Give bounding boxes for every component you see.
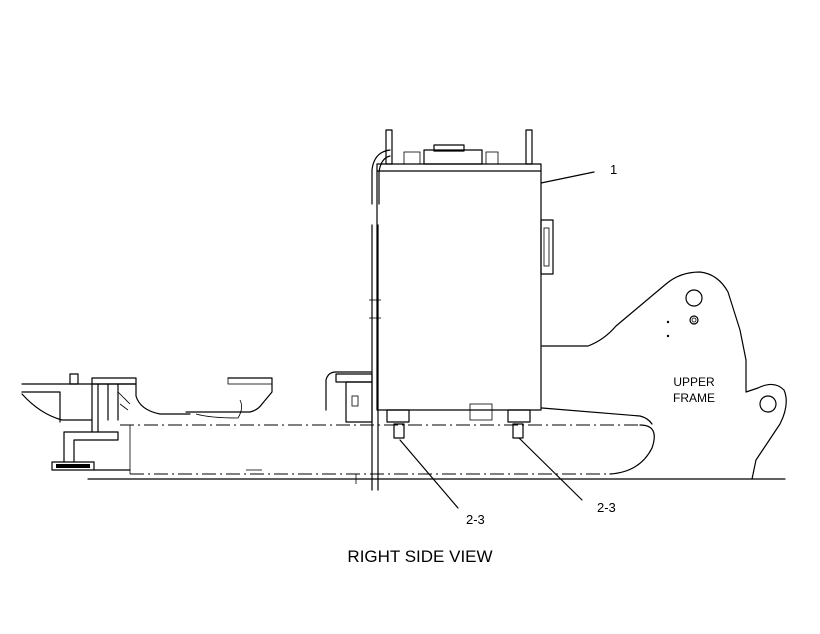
callout-2-3-left: 2-3 — [466, 512, 485, 527]
vertical-line — [325, 224, 381, 491]
upper-frame-label-line2: FRAME — [673, 391, 715, 405]
callout-2-3-right: 2-3 — [597, 500, 616, 515]
callout-1: 1 — [610, 162, 617, 177]
leader-lines — [399, 171, 595, 509]
left-structure — [21, 373, 273, 471]
upper-frame-deck — [87, 424, 786, 484]
upper-frame-label-line1: UPPER — [673, 375, 715, 389]
upper-frame-plate — [246, 271, 787, 480]
tank-item-1 — [371, 129, 554, 439]
view-title: RIGHT SIDE VIEW — [347, 547, 492, 566]
